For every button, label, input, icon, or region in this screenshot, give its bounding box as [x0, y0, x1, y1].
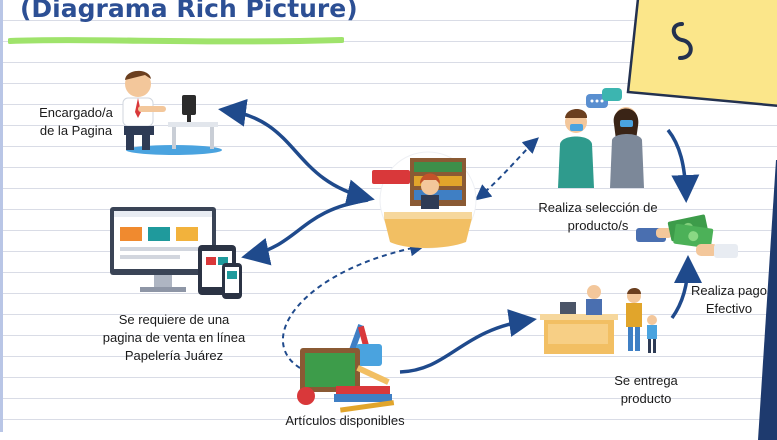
- payment-label: Realiza pago Efectivo: [690, 282, 768, 318]
- title-highlighter: [8, 37, 344, 45]
- selection-label: Realiza selección de producto/s: [498, 199, 698, 235]
- selection-label-line1: Realiza selección de: [538, 200, 658, 215]
- website-devices-icon: [110, 207, 242, 299]
- arrow-products-store: [282, 240, 426, 369]
- selection-label-line2: producto/s: [567, 218, 629, 233]
- arrow-store-website: [241, 198, 369, 266]
- arrow-manager-store: [218, 98, 375, 207]
- manager-label-line1: Encargado/a: [39, 105, 113, 120]
- manager-label-line2: de la Pagina: [39, 123, 113, 138]
- notebook-margin-line: [0, 0, 3, 432]
- manager-label: Encargado/a de la Pagina: [30, 104, 122, 140]
- website-label-line3: Papelería Juárez: [124, 348, 224, 363]
- cash-payment-icon: [636, 214, 738, 258]
- person-at-computer-icon: [122, 70, 222, 155]
- payment-label-line2: Efectivo: [705, 301, 753, 316]
- website-label-line1: Se requiere de una: [118, 312, 230, 327]
- stationery-shop-icon: [372, 151, 477, 249]
- school-supplies-icon: [297, 324, 395, 413]
- website-label: Se requiere de una pagina de venta en lí…: [72, 311, 276, 365]
- arrow-products-delivery: [399, 309, 537, 374]
- arrow-selection-payment: [666, 128, 700, 203]
- payment-label-line1: Realiza pago: [691, 283, 767, 298]
- arrow-store-selection: [474, 137, 539, 201]
- delivery-label-line1: Se entrega: [614, 373, 678, 388]
- delivery-label: Se entrega producto: [586, 372, 706, 408]
- website-label-line2: pagina de venta en línea: [102, 330, 246, 345]
- arrow-delivery-payment: [670, 255, 702, 320]
- sticky-note: [626, 0, 777, 107]
- decorative-edge: [758, 160, 777, 440]
- diagram-title: (Diagrama Rich Picture): [20, 0, 358, 23]
- delivery-label-line2: producto: [620, 391, 672, 406]
- customers-with-masks-icon: [558, 88, 644, 188]
- products-label: Artículos disponibles: [285, 413, 405, 428]
- delivery-counter-icon: [540, 285, 657, 354]
